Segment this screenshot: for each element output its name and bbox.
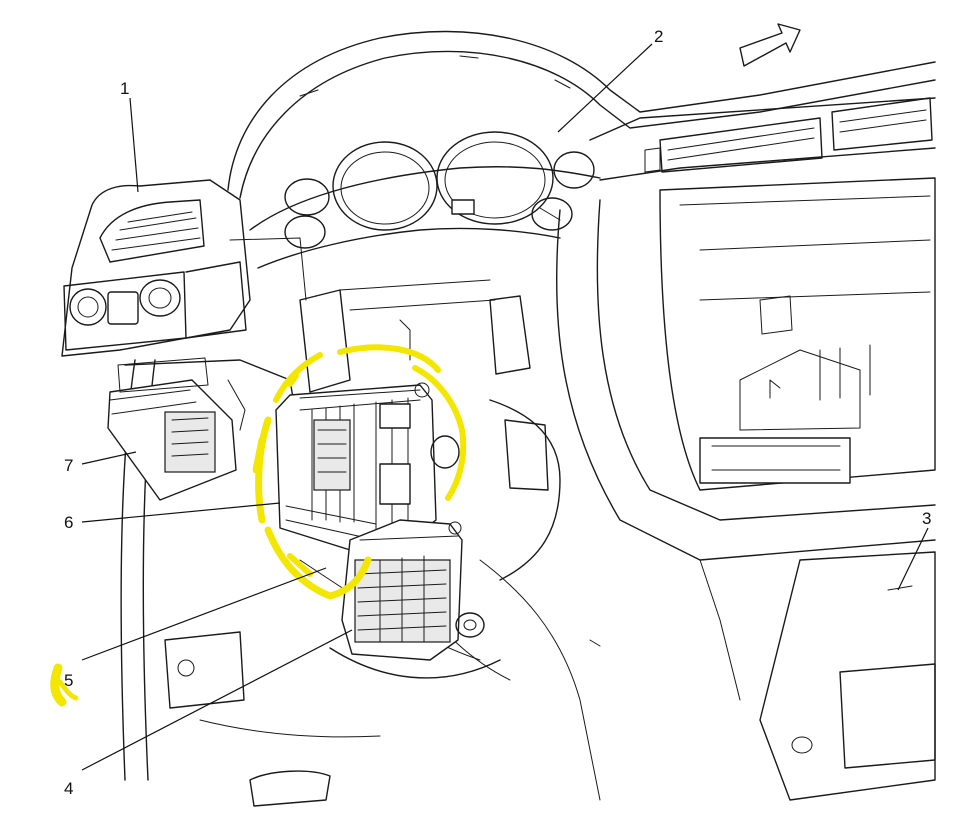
callout-4: 4 (64, 779, 73, 798)
instrument-panel-upper (227, 30, 936, 269)
callout-labels: 1 2 3 4 5 6 7 (64, 27, 931, 798)
callout-1: 1 (120, 79, 129, 98)
callout-6: 6 (64, 513, 73, 532)
callout-2: 2 (654, 27, 663, 46)
callout-7: 7 (64, 456, 73, 475)
instrument-cluster (284, 131, 595, 249)
callout-3: 3 (922, 509, 931, 528)
highlight-marks (50, 344, 467, 707)
leader-lines (81, 43, 929, 771)
forward-arrow-icon (739, 23, 801, 67)
left-instrument-panel-bezel (61, 179, 307, 357)
center-bezel-glove-box (555, 97, 936, 561)
module-6 (275, 382, 460, 561)
module-4 (329, 519, 501, 679)
callout-5: 5 (64, 671, 73, 690)
module-7 (107, 357, 246, 501)
lower-dash-structure (120, 279, 936, 807)
